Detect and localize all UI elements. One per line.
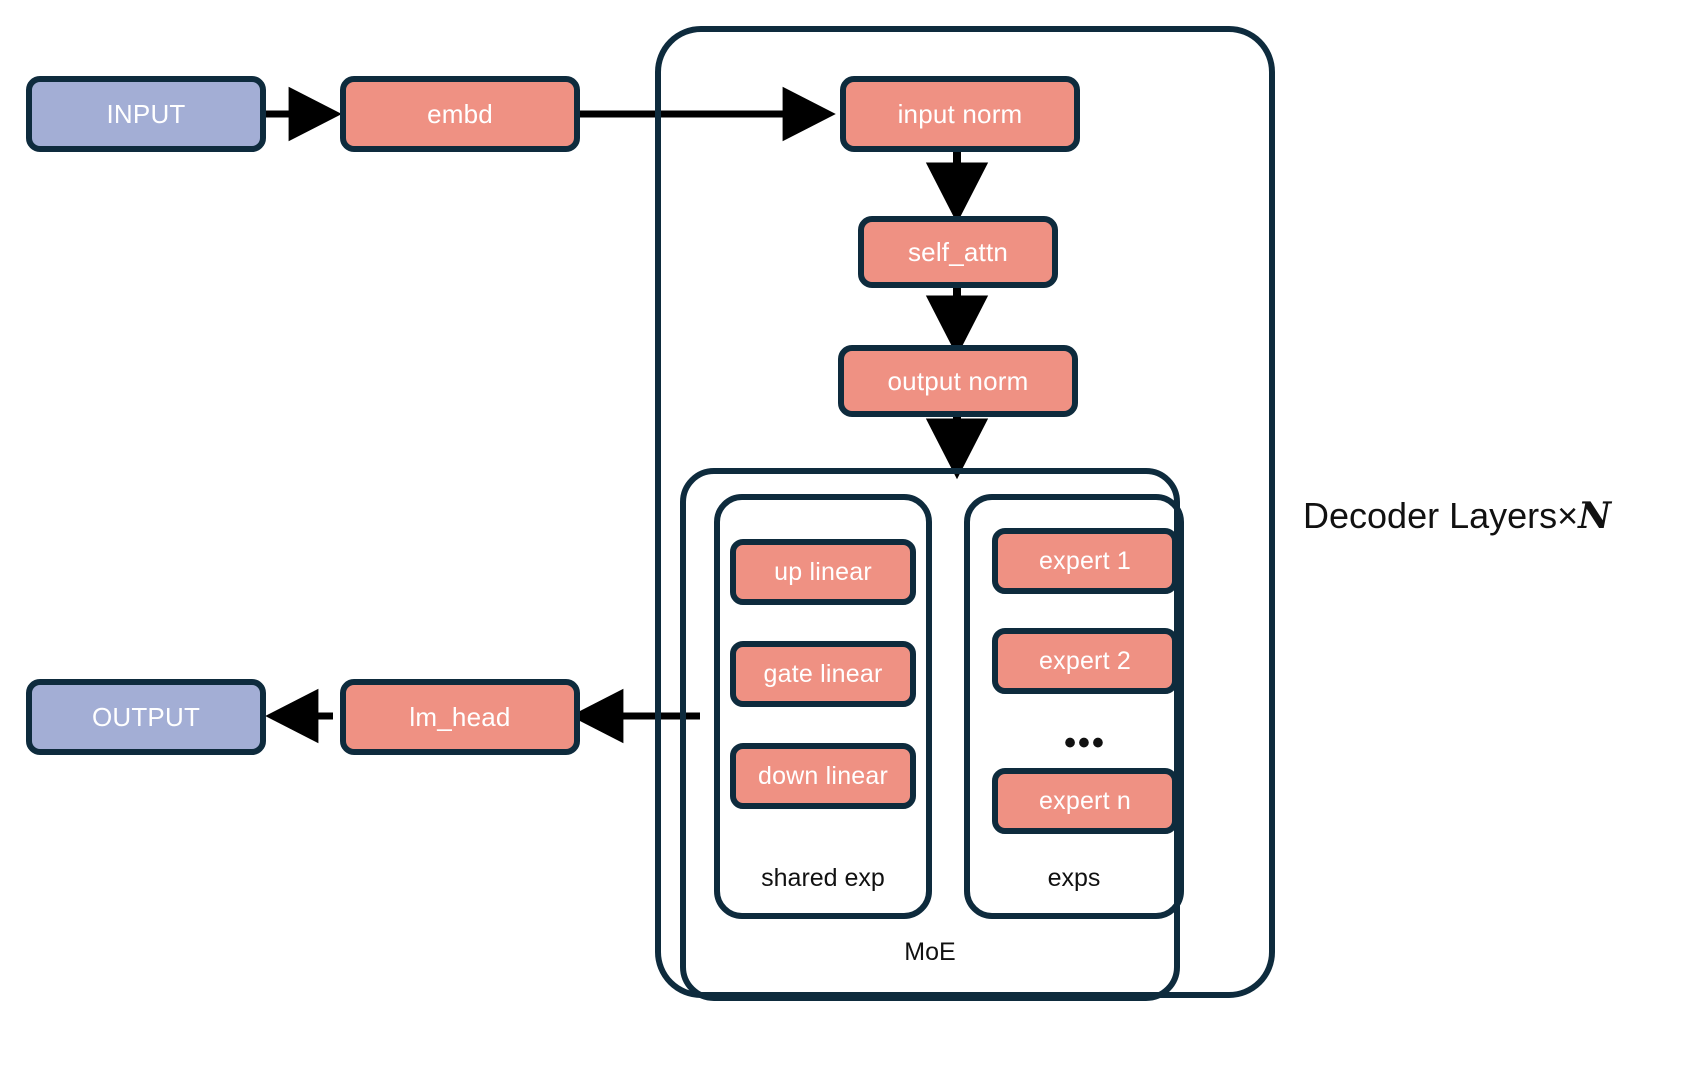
up-linear-node[interactable]: up linear <box>730 539 916 605</box>
experts-container <box>964 494 1184 919</box>
expert-1-node[interactable]: expert 1 <box>992 528 1178 594</box>
self-attn-node[interactable]: self_attn <box>858 216 1058 288</box>
gate-linear-node[interactable]: gate linear <box>730 641 916 707</box>
experts-label: exps <box>1047 864 1101 892</box>
lm-head-node-label: lm_head <box>409 702 511 732</box>
experts-ellipsis: ••• <box>1064 724 1106 762</box>
expert-n-node-label: expert n <box>1039 786 1131 815</box>
expert-2-node[interactable]: expert 2 <box>992 628 1178 694</box>
expert-1-node-label: expert 1 <box>1039 546 1131 575</box>
down-linear-node[interactable]: down linear <box>730 743 916 809</box>
lm-head-node[interactable]: lm_head <box>340 679 580 755</box>
decoder-layers-count-variable: N <box>1578 495 1612 537</box>
expert-n-node[interactable]: expert n <box>992 768 1178 834</box>
input-node-label: INPUT <box>106 99 186 129</box>
output-node-label: OUTPUT <box>91 702 201 732</box>
shared-expert-container <box>714 494 932 919</box>
shared-expert-label: shared exp <box>761 864 885 892</box>
moe-container <box>680 468 1180 1001</box>
input-norm-node[interactable]: input norm <box>840 76 1080 152</box>
moe-label: MoE <box>904 938 956 966</box>
embd-node[interactable]: embd <box>340 76 580 152</box>
output-node[interactable]: OUTPUT <box>26 679 266 755</box>
input-node[interactable]: INPUT <box>26 76 266 152</box>
output-norm-node-label: output norm <box>887 366 1029 396</box>
up-linear-node-label: up linear <box>774 557 872 586</box>
expert-2-node-label: expert 2 <box>1039 646 1131 675</box>
self-attn-node-label: self_attn <box>907 237 1009 267</box>
embd-node-label: embd <box>427 99 493 129</box>
input-norm-node-label: input norm <box>897 99 1023 129</box>
decoder-layers-side-label: Decoder Layers×N <box>1303 495 1612 537</box>
output-norm-node[interactable]: output norm <box>838 345 1078 417</box>
down-linear-node-label: down linear <box>757 761 889 790</box>
decoder-layers-side-label-text: Decoder Layers× <box>1303 495 1579 536</box>
gate-linear-node-label: gate linear <box>763 659 883 688</box>
